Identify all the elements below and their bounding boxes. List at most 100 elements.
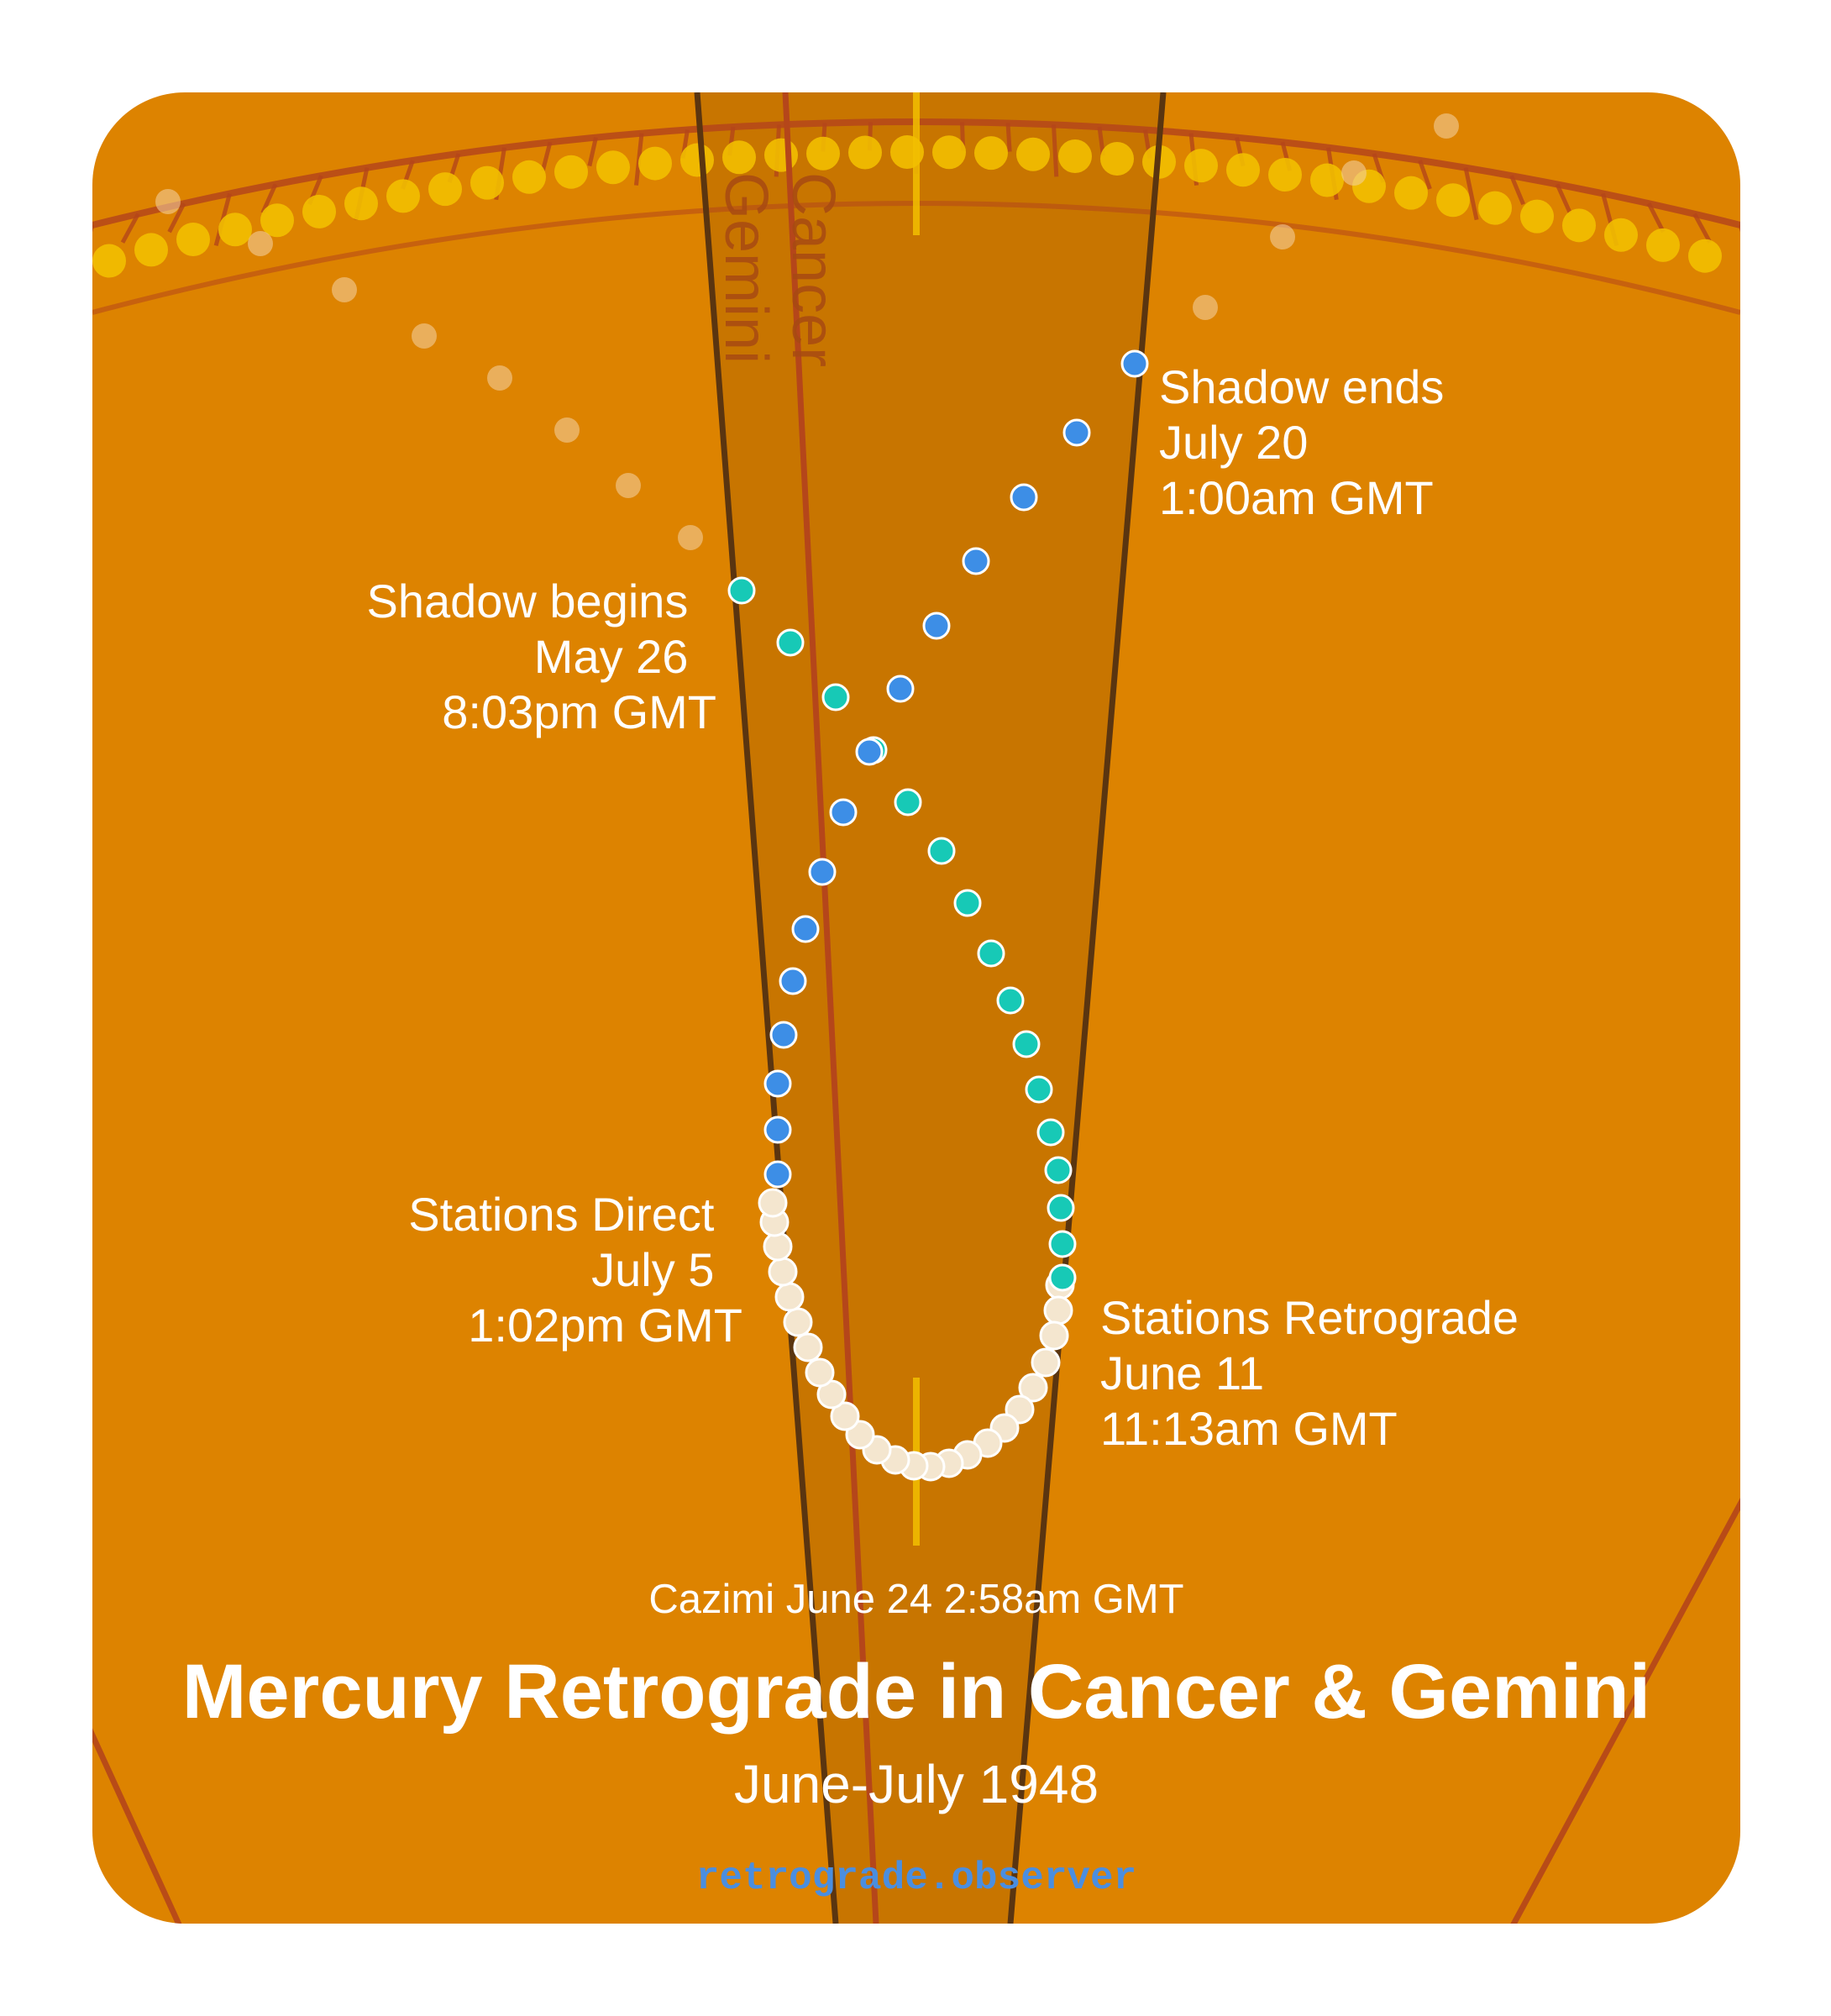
sun-dot xyxy=(470,165,504,200)
mercury-retrograde-dot xyxy=(1018,1373,1048,1403)
mercury-retrograde-dot xyxy=(783,1307,813,1337)
diagram-subtitle: June-July 1948 xyxy=(734,1754,1099,1814)
mercury-faded-dot xyxy=(1193,295,1218,320)
shadow-begins-title: Shadow begins xyxy=(366,575,688,627)
mercury-faded-dot xyxy=(1270,224,1295,249)
mercury-faded-dot xyxy=(554,417,580,443)
mercury-post-shadow-dot xyxy=(886,675,915,703)
sign-label-gemini: Gemini xyxy=(712,172,779,364)
stations-retrograde-title: Stations Retrograde xyxy=(1100,1291,1519,1344)
sun-dot xyxy=(1268,158,1302,192)
zodiac-tick xyxy=(1738,224,1740,278)
zodiac-tick xyxy=(1052,124,1059,177)
sun-dot xyxy=(218,213,252,247)
mercury-post-shadow-dot xyxy=(763,1069,792,1098)
label-stations-retrograde: Stations Retrograde June 11 11:13am GMT xyxy=(1100,1291,1532,1455)
mercury-post-shadow-dot xyxy=(779,967,807,995)
shadow-begins-date: May 26 xyxy=(534,630,689,683)
sign-label-cancer: Cancer xyxy=(779,172,847,367)
mercury-pre-shadow-dot xyxy=(996,986,1025,1015)
sun-dot xyxy=(974,136,1008,171)
mercury-pre-shadow-dot xyxy=(1036,1118,1065,1147)
mercury-faded-dot xyxy=(1434,113,1459,139)
mercury-pre-shadow-dot xyxy=(1047,1194,1075,1222)
sun-dot xyxy=(512,160,546,194)
mercury-faded-dot xyxy=(1341,160,1367,186)
mercury-pre-shadow-dot xyxy=(1044,1156,1073,1184)
sun-dot xyxy=(1016,137,1050,171)
mercury-post-shadow-dot xyxy=(763,1116,792,1144)
zodiac-tick xyxy=(92,224,95,278)
sun-dot xyxy=(1604,218,1638,252)
mercury-path xyxy=(727,349,1149,1482)
sun-dot xyxy=(1058,139,1092,174)
mercury-post-shadow-dot xyxy=(808,858,837,886)
sun-dot xyxy=(302,194,336,228)
mercury-pre-shadow-dot xyxy=(727,576,756,605)
site-link[interactable]: retrograde.observer xyxy=(696,1856,1137,1900)
stations-direct-title: Stations Direct xyxy=(408,1188,715,1241)
mercury-pre-shadow-dot xyxy=(1025,1075,1053,1104)
sun-dot xyxy=(596,150,630,185)
cazimi-label: Cazimi June 24 2:58am GMT xyxy=(648,1577,1183,1622)
outer-sign-line-left xyxy=(92,1678,205,1924)
sun-dot xyxy=(1688,239,1722,273)
sun-dot xyxy=(806,136,840,171)
mercury-retrograde-dot xyxy=(774,1282,805,1312)
sun-dot xyxy=(176,222,210,256)
sun-path xyxy=(92,135,1722,278)
mercury-post-shadow-dot xyxy=(791,915,820,943)
shadow-ends-time: 1:00am GMT xyxy=(1159,471,1434,524)
shadow-ends-title: Shadow ends xyxy=(1159,360,1444,413)
sun-dot xyxy=(428,172,462,207)
mercury-post-shadow-dot xyxy=(962,547,990,575)
zodiac-tick xyxy=(1005,123,1012,152)
label-stations-direct: Stations Direct July 5 1:02pm GMT xyxy=(408,1188,742,1352)
mercury-faded-dot xyxy=(616,473,641,498)
mercury-faded-dot xyxy=(332,277,357,302)
zodiac-tick xyxy=(1692,213,1713,244)
sun-dot xyxy=(764,138,798,172)
zodiac-tick xyxy=(167,202,186,234)
mercury-pre-shadow-dot xyxy=(776,628,805,657)
stations-direct-date: July 5 xyxy=(591,1243,714,1296)
sun-dot xyxy=(722,140,756,175)
mercury-pre-shadow-dot xyxy=(821,683,850,711)
mercury-post-shadow-dot xyxy=(1010,483,1038,512)
sign-boundary-line xyxy=(782,92,879,1924)
mercury-faded-dot xyxy=(412,323,437,349)
mercury-post-shadow-dot xyxy=(769,1021,798,1049)
sun-dot xyxy=(680,143,714,177)
mercury-post-shadow-dot xyxy=(1120,349,1149,378)
shadow-boundary-left xyxy=(694,92,839,1924)
sun-dot xyxy=(932,135,966,170)
mercury-pre-shadow-dot xyxy=(953,889,982,917)
mercury-post-shadow-dot xyxy=(763,1160,792,1189)
sun-dot xyxy=(554,155,588,189)
stations-retrograde-date: June 11 xyxy=(1100,1347,1264,1399)
mercury-retrograde-dot xyxy=(758,1188,788,1218)
mercury-faded-dot xyxy=(678,525,703,550)
mercury-faded-dot xyxy=(487,365,512,391)
outer-sign-line-right xyxy=(1483,1443,1740,1924)
sun-dot xyxy=(1520,199,1554,234)
zodiac-tick xyxy=(1418,160,1432,190)
mercury-retrograde-dot xyxy=(768,1257,798,1287)
diagram-title: Mercury Retrograde in Cancer & Gemini xyxy=(182,1649,1651,1735)
zodiac-tick xyxy=(540,141,553,171)
sun-dot xyxy=(1646,228,1680,262)
mercury-pre-shadow-dot xyxy=(1012,1030,1041,1058)
mercury-post-shadow-dot xyxy=(829,798,858,827)
sun-dot xyxy=(1310,163,1344,197)
mercury-retrograde-dot xyxy=(763,1231,793,1262)
zodiac-tick xyxy=(1463,167,1479,221)
stations-retrograde-time: 11:13am GMT xyxy=(1100,1402,1398,1455)
zodiac-tick xyxy=(1509,175,1525,206)
card-content: Cancer Gemini Shadow ends July 20 1:00am… xyxy=(92,92,1740,1924)
zodiac-tick xyxy=(1646,202,1666,234)
sun-dot xyxy=(1100,142,1134,176)
mercury-retrograde-dot xyxy=(1031,1347,1061,1378)
label-shadow-begins: Shadow begins May 26 8:03pm GMT xyxy=(366,575,716,738)
sun-dot xyxy=(134,233,168,267)
sun-dot xyxy=(848,135,882,170)
